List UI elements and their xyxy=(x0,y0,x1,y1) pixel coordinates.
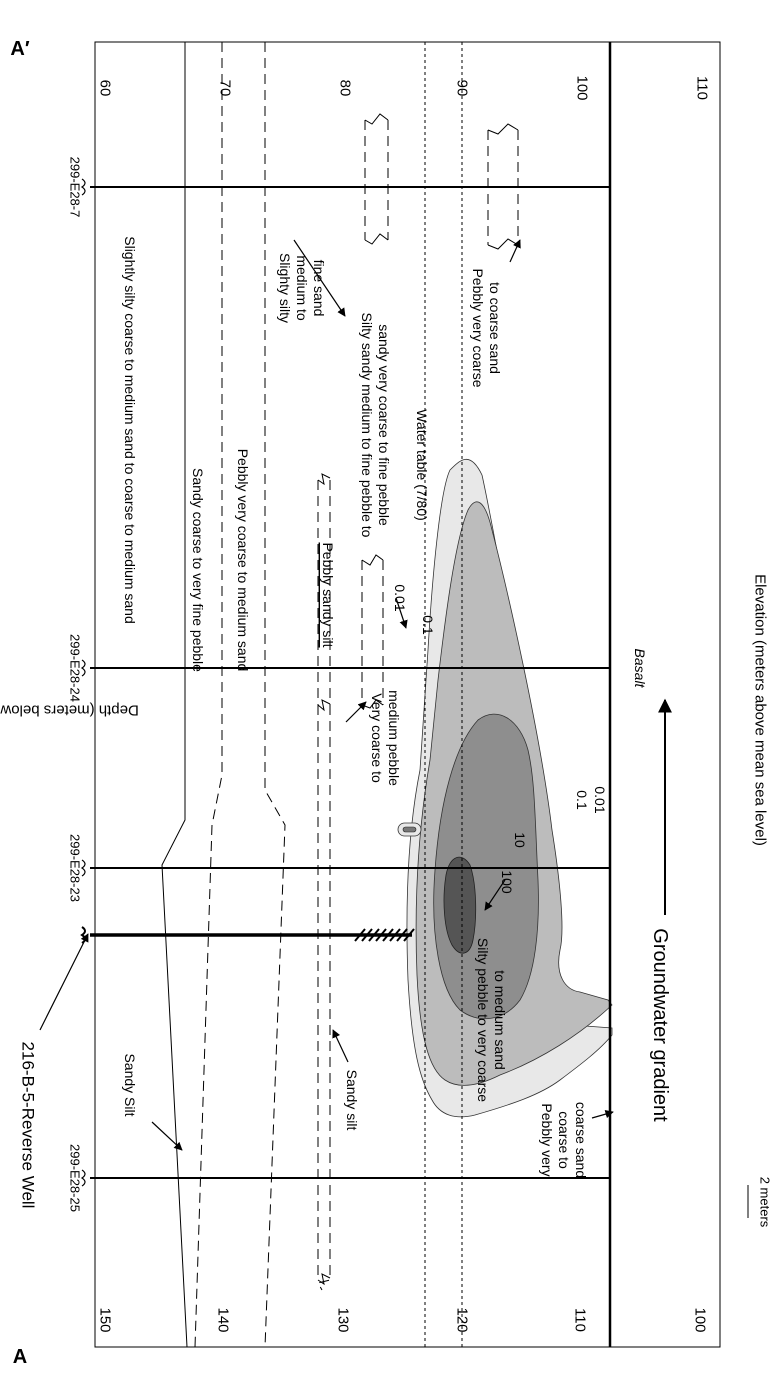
very-coarse-label-1: Very coarse to xyxy=(369,693,385,783)
silty-pebble-label-1: Silty pebble to very coarse xyxy=(475,938,491,1102)
contour-label-10: 10 xyxy=(512,832,528,848)
tick-right-110: 110 xyxy=(694,76,711,100)
pvcs-right-label-2: to coarse sand xyxy=(487,282,503,374)
well-label-e28-7: 299-E28-7 xyxy=(68,157,83,218)
section-label-end: A′ xyxy=(10,38,29,60)
arrow-slightly-silty xyxy=(293,239,346,317)
silty-pebble-label-2: to medium sand xyxy=(492,970,508,1070)
layer-label-2: Sandy coarse to very fine pebble xyxy=(190,468,206,672)
stratigraphy-lines xyxy=(161,42,612,1348)
tick-right-70: 70 xyxy=(217,80,234,97)
pvcs-left-label-2: coarse to xyxy=(556,1111,572,1169)
slightly-silty-label-1: Slighty silty xyxy=(277,253,293,323)
tick-left-110: 110 xyxy=(572,1308,589,1332)
well-label-e28-23: 299-E28-23 xyxy=(68,834,83,902)
arrow-sandy-silt xyxy=(332,1029,349,1063)
arrow-pvcs-right xyxy=(509,239,521,263)
tick-right-60: 60 xyxy=(97,80,114,97)
groundwater-gradient-label: Groundwater gradient xyxy=(649,928,671,1122)
pvcs-left-label-1: Pebbly very xyxy=(539,1103,555,1176)
slightly-silty-label-3: fine sand xyxy=(311,260,327,317)
wells xyxy=(90,186,610,1179)
section-label-start: A xyxy=(13,1346,27,1368)
arrow-very-coarse xyxy=(345,701,367,723)
lens-end-4 xyxy=(361,554,384,566)
pvcs-right-label-1: Pebbly very coarse xyxy=(470,268,486,387)
scale-label: 2 meters xyxy=(758,1177,773,1228)
pebbly-sandy-silt-label: Pebbly sandy silt xyxy=(320,542,336,647)
contact-dashed-1 xyxy=(194,42,223,1348)
tick-left-100: 100 xyxy=(692,1307,709,1332)
arrow-pvcs-left xyxy=(591,1110,614,1119)
arrow-001 xyxy=(395,597,408,629)
lens-end-3 xyxy=(317,1273,331,1286)
lens-end-1 xyxy=(317,473,331,486)
left-axis-label: Elevation (meters above mean sea level) xyxy=(752,574,769,846)
small-plume-inner xyxy=(402,826,417,833)
layer-label-3: Pebbly very coarse to medium sand xyxy=(235,449,251,672)
lens-end-9 xyxy=(487,238,519,250)
right-axis-label: Depth (meters below ground surface) xyxy=(0,702,139,719)
arrow-sandy-silt-top xyxy=(151,1121,183,1151)
lens-end-2 xyxy=(317,699,331,712)
water-table-label: Water table (7/80) xyxy=(414,409,430,521)
tick-right-90: 90 xyxy=(454,80,471,97)
sandy-silt-label: Sandy silt xyxy=(344,1070,360,1131)
tick-right-100: 100 xyxy=(574,75,591,100)
contour-label-01-top: 0.1 xyxy=(420,615,436,635)
silty-sandy-label-2: sandy very coarse to fine pebble xyxy=(376,324,392,526)
basalt-label: Basalt xyxy=(632,649,648,689)
contour-label-001: 0.01 xyxy=(592,786,608,813)
well-label-e28-25: 299-E28-25 xyxy=(68,1144,83,1212)
contour-100-area xyxy=(443,856,477,954)
tick-right-80: 80 xyxy=(337,80,354,97)
lens-end-7 xyxy=(364,233,389,245)
contour-label-100: 100 xyxy=(499,870,515,894)
arrow-100 xyxy=(484,879,506,911)
lens-end-8 xyxy=(487,123,519,135)
very-coarse-label-2: medium pebble xyxy=(386,690,402,786)
lens-sandy-silt xyxy=(317,705,331,1291)
tick-left-120: 120 xyxy=(454,1307,471,1332)
well-label-e28-24: 299-E28-24 xyxy=(68,634,83,702)
arrow-reverse-well xyxy=(39,933,89,1031)
contour-label-01: 0.1 xyxy=(574,790,590,810)
lens-terminations xyxy=(317,113,519,1286)
plume-contours xyxy=(397,458,613,1118)
contact-solid-1 xyxy=(161,42,188,1348)
tick-left-150: 150 xyxy=(97,1307,114,1332)
slightly-silty-label-2: medium to xyxy=(294,255,310,321)
plot-frame xyxy=(94,41,721,1348)
contour-label-001-top: 0.01 xyxy=(392,584,408,611)
silty-sandy-label-1: Silty sandy medium to fine pebble to xyxy=(359,313,375,538)
rotated-labels: Elevation (meters above mean sea level) D… xyxy=(0,75,773,1332)
layer-label-1: Slightly silty coarse to medium sand to … xyxy=(122,236,138,624)
well-screen-hatch xyxy=(354,928,415,942)
leader-arrows xyxy=(39,239,749,1218)
contact-dashed-2 xyxy=(264,42,286,1348)
lens-end-6 xyxy=(364,113,389,125)
pvcs-left-label-3: coarse sand xyxy=(573,1102,589,1178)
tick-left-140: 140 xyxy=(215,1307,232,1332)
reverse-well-label: 216-B-5-Reverse Well xyxy=(19,1042,38,1209)
sandy-silt-top-label: Sandy Silt xyxy=(122,1053,138,1116)
tick-left-130: 130 xyxy=(335,1307,352,1332)
